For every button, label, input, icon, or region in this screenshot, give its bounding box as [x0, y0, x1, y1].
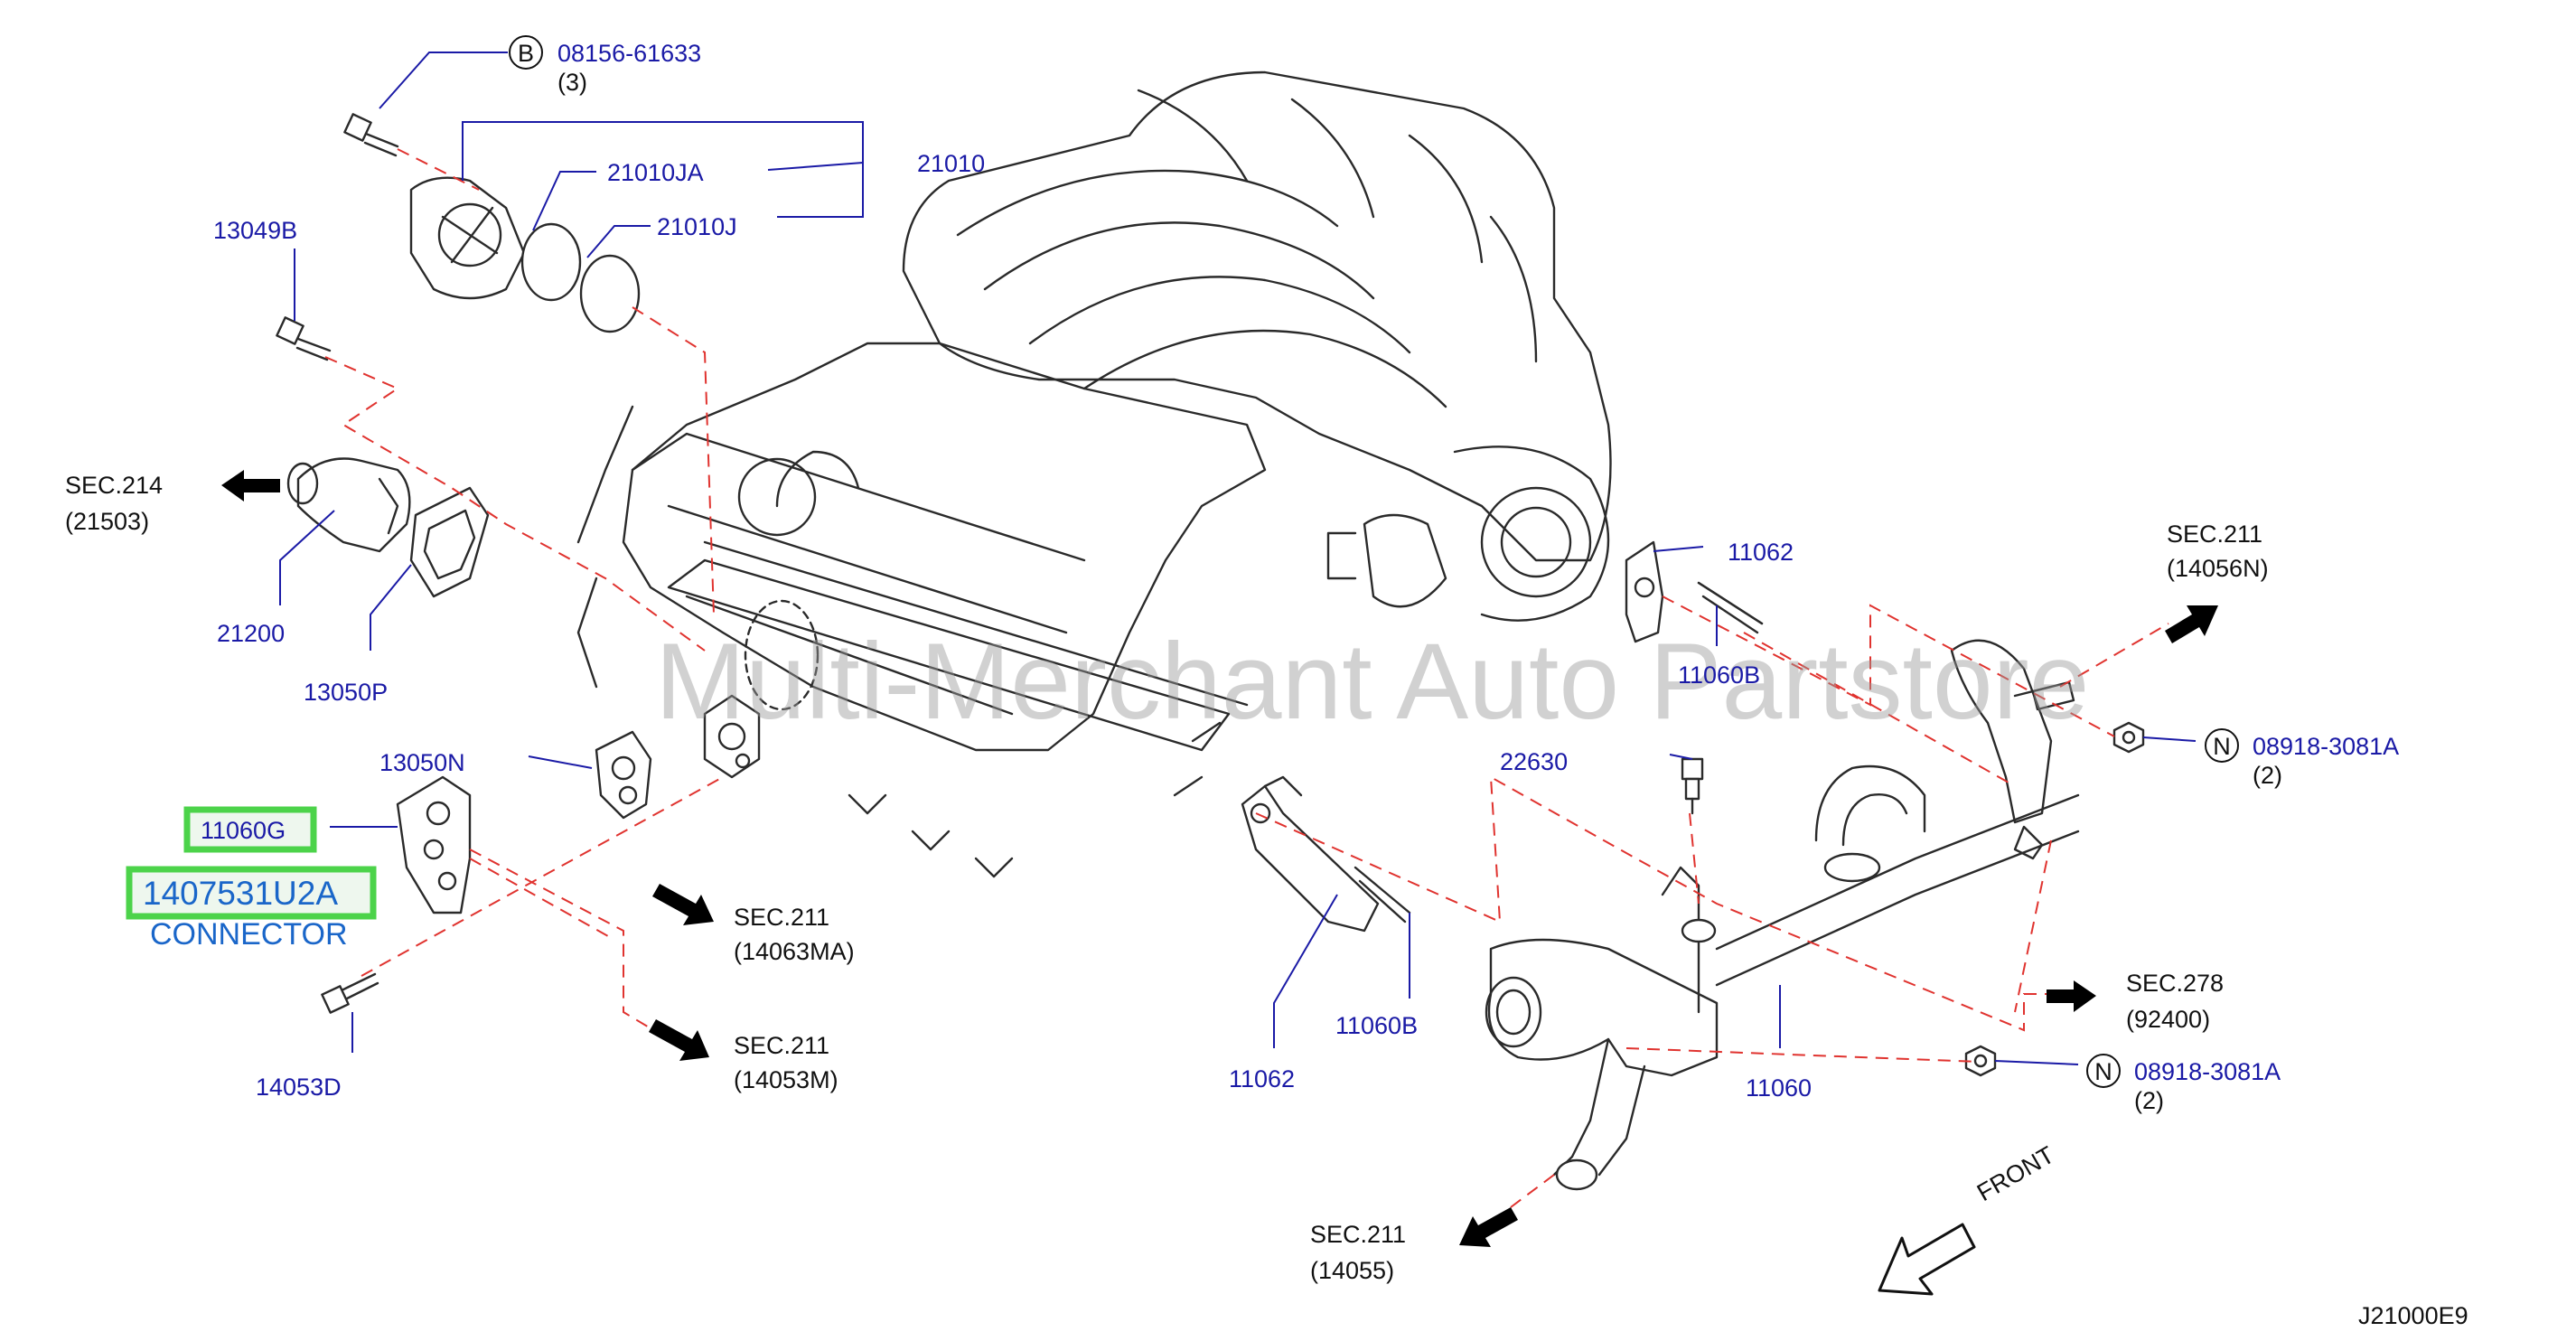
arrow-sec278: [2047, 980, 2096, 1012]
label-sec211-14053m[interactable]: SEC.211: [734, 1032, 829, 1059]
highlight-box-oem: [126, 866, 377, 920]
section-arrows: [221, 470, 2218, 1247]
bolt-08156-illustration: [343, 113, 399, 157]
arrow-sec214: [221, 470, 280, 502]
svg-text:N: N: [2094, 1058, 2112, 1085]
svg-text:N: N: [2213, 733, 2231, 760]
label-11060g[interactable]: 11060G: [201, 817, 286, 844]
label-13049b[interactable]: 13049B: [213, 217, 297, 244]
badge-n-top: N: [2205, 728, 2239, 763]
front-direction-arrow: [1878, 1223, 1976, 1296]
arrow-sec211-14063ma: [652, 884, 714, 925]
leader-lines: [279, 52, 2197, 1065]
label-08918-3081a-bottom-qty: (2): [2134, 1087, 2164, 1114]
label-sec278[interactable]: SEC.278: [2126, 970, 2224, 997]
connector-11060g-illustration: [396, 775, 472, 914]
arrow-sec211-14055: [1459, 1207, 1518, 1247]
highlight-oem[interactable]: 1407531U2A: [126, 866, 377, 920]
label-11060b-bottom[interactable]: 11060B: [1335, 1012, 1418, 1039]
water-pump-illustration: [409, 176, 641, 333]
label-sec211-14053m-ref: (14053M): [734, 1066, 838, 1093]
label-08156-61633-qty: (3): [557, 69, 587, 96]
gasket-13050p-illustration: [409, 486, 490, 598]
label-21200[interactable]: 21200: [217, 620, 285, 647]
highlight-box-11060g: [183, 806, 317, 853]
bolt-13049b-illustration: [276, 316, 332, 361]
badge-b: B: [509, 35, 543, 70]
label-sec211-14056n[interactable]: SEC.211: [2167, 520, 2262, 548]
gasket-13050n-illustration: [595, 730, 652, 820]
label-21010ja[interactable]: 21010JA: [607, 159, 704, 186]
assembly-lines: [324, 148, 2169, 1230]
label-sec214-ref: (21503): [65, 508, 149, 535]
label-oem-number[interactable]: 1407531U2A: [143, 875, 338, 912]
label-sec214[interactable]: SEC.214: [65, 472, 163, 499]
gasket-plate-illustration: [703, 694, 761, 779]
label-sec278-ref: (92400): [2126, 1006, 2210, 1033]
svg-text:B: B: [518, 40, 534, 67]
label-08156-61633[interactable]: 08156-61633: [557, 40, 701, 67]
label-connector: CONNECTOR: [150, 917, 348, 952]
label-14053d[interactable]: 14053D: [256, 1074, 342, 1101]
engine-block-illustration: [576, 70, 1612, 878]
arrow-sec211-14056n: [2165, 605, 2218, 643]
label-08918-3081a-top[interactable]: 08918-3081A: [2253, 733, 2399, 760]
nut-bottom-illustration: [1964, 1045, 1997, 1077]
label-sec211-14063ma[interactable]: SEC.211: [734, 904, 829, 931]
label-sec211-14063ma-ref: (14063MA): [734, 938, 855, 965]
temp-sensor-illustration: [1681, 757, 1704, 815]
watermark: Multi-Merchant Auto Partstore: [655, 621, 2089, 742]
label-13050n[interactable]: 13050N: [379, 749, 465, 776]
highlight-11060g[interactable]: 11060G: [183, 806, 317, 853]
arrow-sec211-14053m: [649, 1019, 709, 1061]
diagram-code: J21000E9: [2358, 1302, 2468, 1329]
label-22630[interactable]: 22630: [1500, 748, 1568, 775]
label-11062-bottom[interactable]: 11062: [1229, 1065, 1295, 1092]
label-08918-3081a-bottom[interactable]: 08918-3081A: [2134, 1058, 2281, 1085]
label-sec211-14055[interactable]: SEC.211: [1310, 1221, 1406, 1248]
front-label: FRONT: [1972, 1141, 2059, 1206]
label-sec211-14056n-ref: (14056N): [2167, 555, 2269, 582]
label-21010j[interactable]: 21010J: [657, 213, 737, 240]
label-21010[interactable]: 21010: [917, 150, 985, 177]
badge-n-bottom: N: [2086, 1054, 2121, 1088]
label-11060[interactable]: 11060: [1746, 1074, 1812, 1102]
bolt-14053d-illustration: [321, 972, 379, 1014]
gasket-11062-bottom-illustration: [1241, 775, 1411, 933]
label-11060b-top[interactable]: 11060B: [1678, 661, 1760, 689]
stud-11060b-top-illustration: [1697, 581, 1764, 625]
label-08918-3081a-top-qty: (2): [2253, 762, 2282, 789]
label-13050p[interactable]: 13050P: [304, 679, 388, 706]
label-11062-top[interactable]: 11062: [1728, 539, 1794, 566]
nut-top-illustration: [2112, 721, 2145, 754]
water-pipe-11060-illustration: [1485, 639, 2080, 1191]
label-sec211-14055-ref: (14055): [1310, 1257, 1394, 1284]
water-inlet-illustration: [286, 457, 411, 553]
